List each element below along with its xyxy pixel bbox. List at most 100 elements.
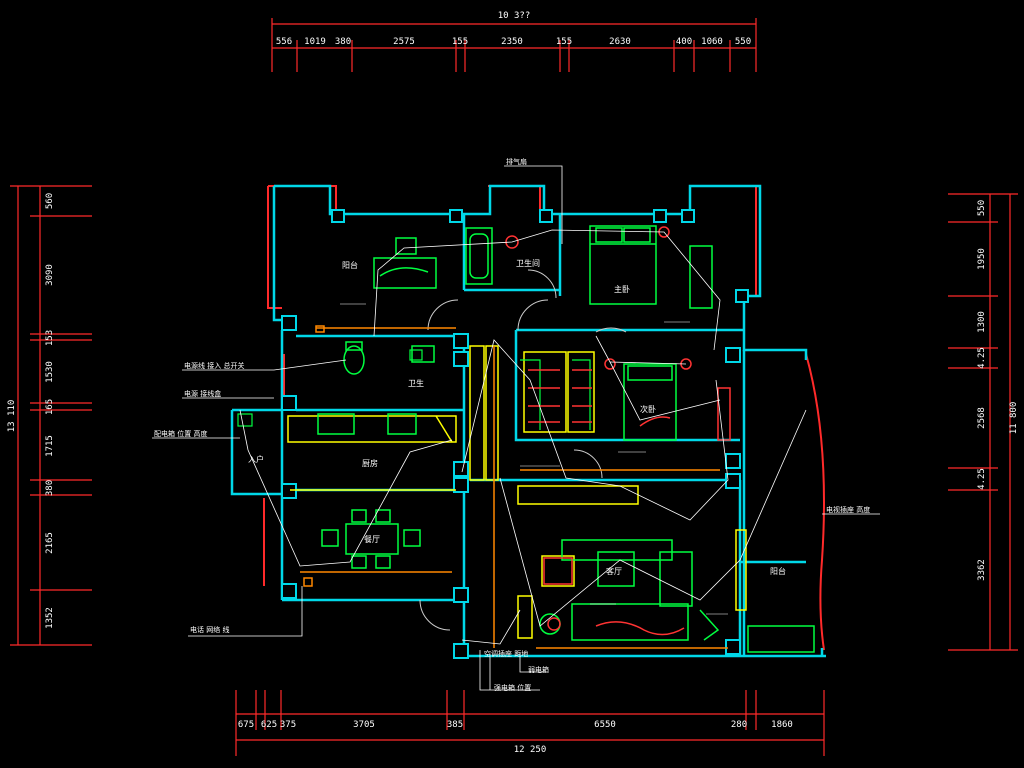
window-top-mid [488, 185, 541, 214]
bottom-dim-label: 6550 [594, 720, 616, 730]
shoe-cabinet [517, 595, 533, 639]
top-dim-label: 400 [676, 37, 692, 47]
left-dimensions [10, 185, 92, 646]
door-swing [419, 599, 451, 631]
left-dim-label: 3090 [45, 264, 55, 286]
pillar [735, 289, 749, 303]
room-labels: 阳台 卫生间 主卧 次卧 卫生 厨房 餐厅 客厅 阳台 入户 [248, 258, 786, 576]
right-dim-label: 3362 [977, 559, 987, 581]
pillar [725, 473, 741, 489]
wall-outer-right-step [742, 296, 808, 360]
pillar [453, 333, 469, 349]
doors [419, 269, 627, 631]
bottom-dim-label: 3705 [353, 720, 375, 730]
master-bed [589, 225, 657, 305]
hall-cabinet [485, 345, 499, 481]
room-label-bathroom-mid: 卫生 [408, 378, 424, 388]
pillar [681, 209, 695, 223]
right-dim-label: 1300 [977, 311, 987, 333]
left-overall-dim: 13 110 [7, 400, 17, 433]
top-dim-label: 550 [735, 37, 751, 47]
sofa-back [561, 539, 673, 561]
right-dim-label: 2568 [977, 407, 987, 429]
wiring [239, 229, 807, 645]
bathtub [465, 227, 493, 285]
sofa-detail [595, 621, 685, 636]
washer-detail [379, 267, 429, 277]
top-dim-label: 1060 [701, 37, 723, 47]
left-dim-label: 1530 [45, 361, 55, 383]
bottom-overall-dim: 12 250 [514, 745, 547, 755]
pillow [595, 227, 623, 243]
sofa [571, 603, 689, 641]
note-bottom-4: 空调插座 距地 [484, 649, 528, 658]
balcony-cabinet [735, 529, 747, 611]
balcony-planter [747, 625, 815, 653]
room-label-kitchen: 厨房 [362, 458, 378, 468]
bottom-dim-label: 675 [238, 720, 254, 730]
bedroom2-desk [717, 387, 731, 441]
wire-run [239, 409, 453, 567]
wall-outer-bottom-left [282, 598, 466, 656]
note-bottom-3: 强电箱 位置 [494, 683, 531, 692]
bottom-dim-label: 625 [261, 720, 277, 730]
right-overall-dim: 11 800 [1009, 402, 1019, 435]
top-dim-label: 556 [276, 37, 292, 47]
pillar [281, 483, 297, 499]
door-swing [595, 327, 627, 333]
room-label-balcony-top-left: 阳台 [342, 260, 358, 270]
bottom-dim-label: 385 [447, 720, 463, 730]
top-dim-label: 380 [335, 37, 351, 47]
top-dim-label: 1019 [304, 37, 326, 47]
dining-chair [351, 555, 367, 569]
outlet-icon [315, 325, 325, 333]
note-bottom-2: 弱电箱 [528, 665, 549, 674]
pillar [449, 209, 463, 223]
note-right: 电视插座 高度 [826, 505, 870, 514]
bedroom2-pillow [627, 365, 673, 381]
wall-outer-left-top [272, 186, 296, 322]
bedroom2-bed [623, 363, 677, 441]
window-left-top [267, 186, 282, 309]
washer-table [373, 257, 437, 289]
armchair [659, 551, 693, 607]
pillar [725, 347, 741, 363]
left-dim-label: 1715 [45, 435, 55, 457]
pillar [725, 453, 741, 469]
pillar [539, 209, 553, 223]
right-dim-label: 550 [977, 200, 987, 216]
cabinets [287, 345, 747, 639]
room-label-living: 客厅 [606, 566, 622, 576]
pillar [453, 643, 469, 659]
side-table-red [543, 557, 573, 585]
annotation-texts: 排气扇 电源线 接入 总开关 电源 接线盒 配电箱 位置 高度 电视插座 高度 … [154, 157, 870, 692]
furniture [317, 225, 815, 653]
top-dim-label: 155 [556, 37, 572, 47]
annotation-leaders [152, 165, 880, 691]
left-dim-label: 165 [45, 399, 55, 415]
window-top-left [268, 185, 337, 214]
pillow [623, 227, 651, 243]
pillar [453, 461, 469, 477]
wall-kitchen-bump [230, 410, 282, 496]
door-swing [573, 449, 603, 479]
wall-pillars [281, 209, 749, 659]
basin-fixture [409, 349, 423, 361]
right-dim-label: 4.25 [977, 347, 987, 369]
small-room-marks [340, 303, 728, 615]
outlet-icon [303, 577, 313, 587]
dining-chair [375, 555, 391, 569]
washer [395, 237, 417, 255]
top-dim-label: 2630 [609, 37, 631, 47]
note-bottom-left: 电话 网络 线 [190, 625, 229, 634]
right-dim-label: 4.25 [977, 468, 987, 490]
pillar [281, 583, 297, 599]
coffee-table [597, 551, 635, 587]
orange-accents [300, 325, 728, 649]
bed-detail [639, 416, 671, 427]
door-swing [527, 269, 557, 299]
kitchen-sink [317, 413, 355, 435]
left-dim-label: 560 [45, 193, 55, 209]
wardrobe-left [523, 351, 567, 433]
